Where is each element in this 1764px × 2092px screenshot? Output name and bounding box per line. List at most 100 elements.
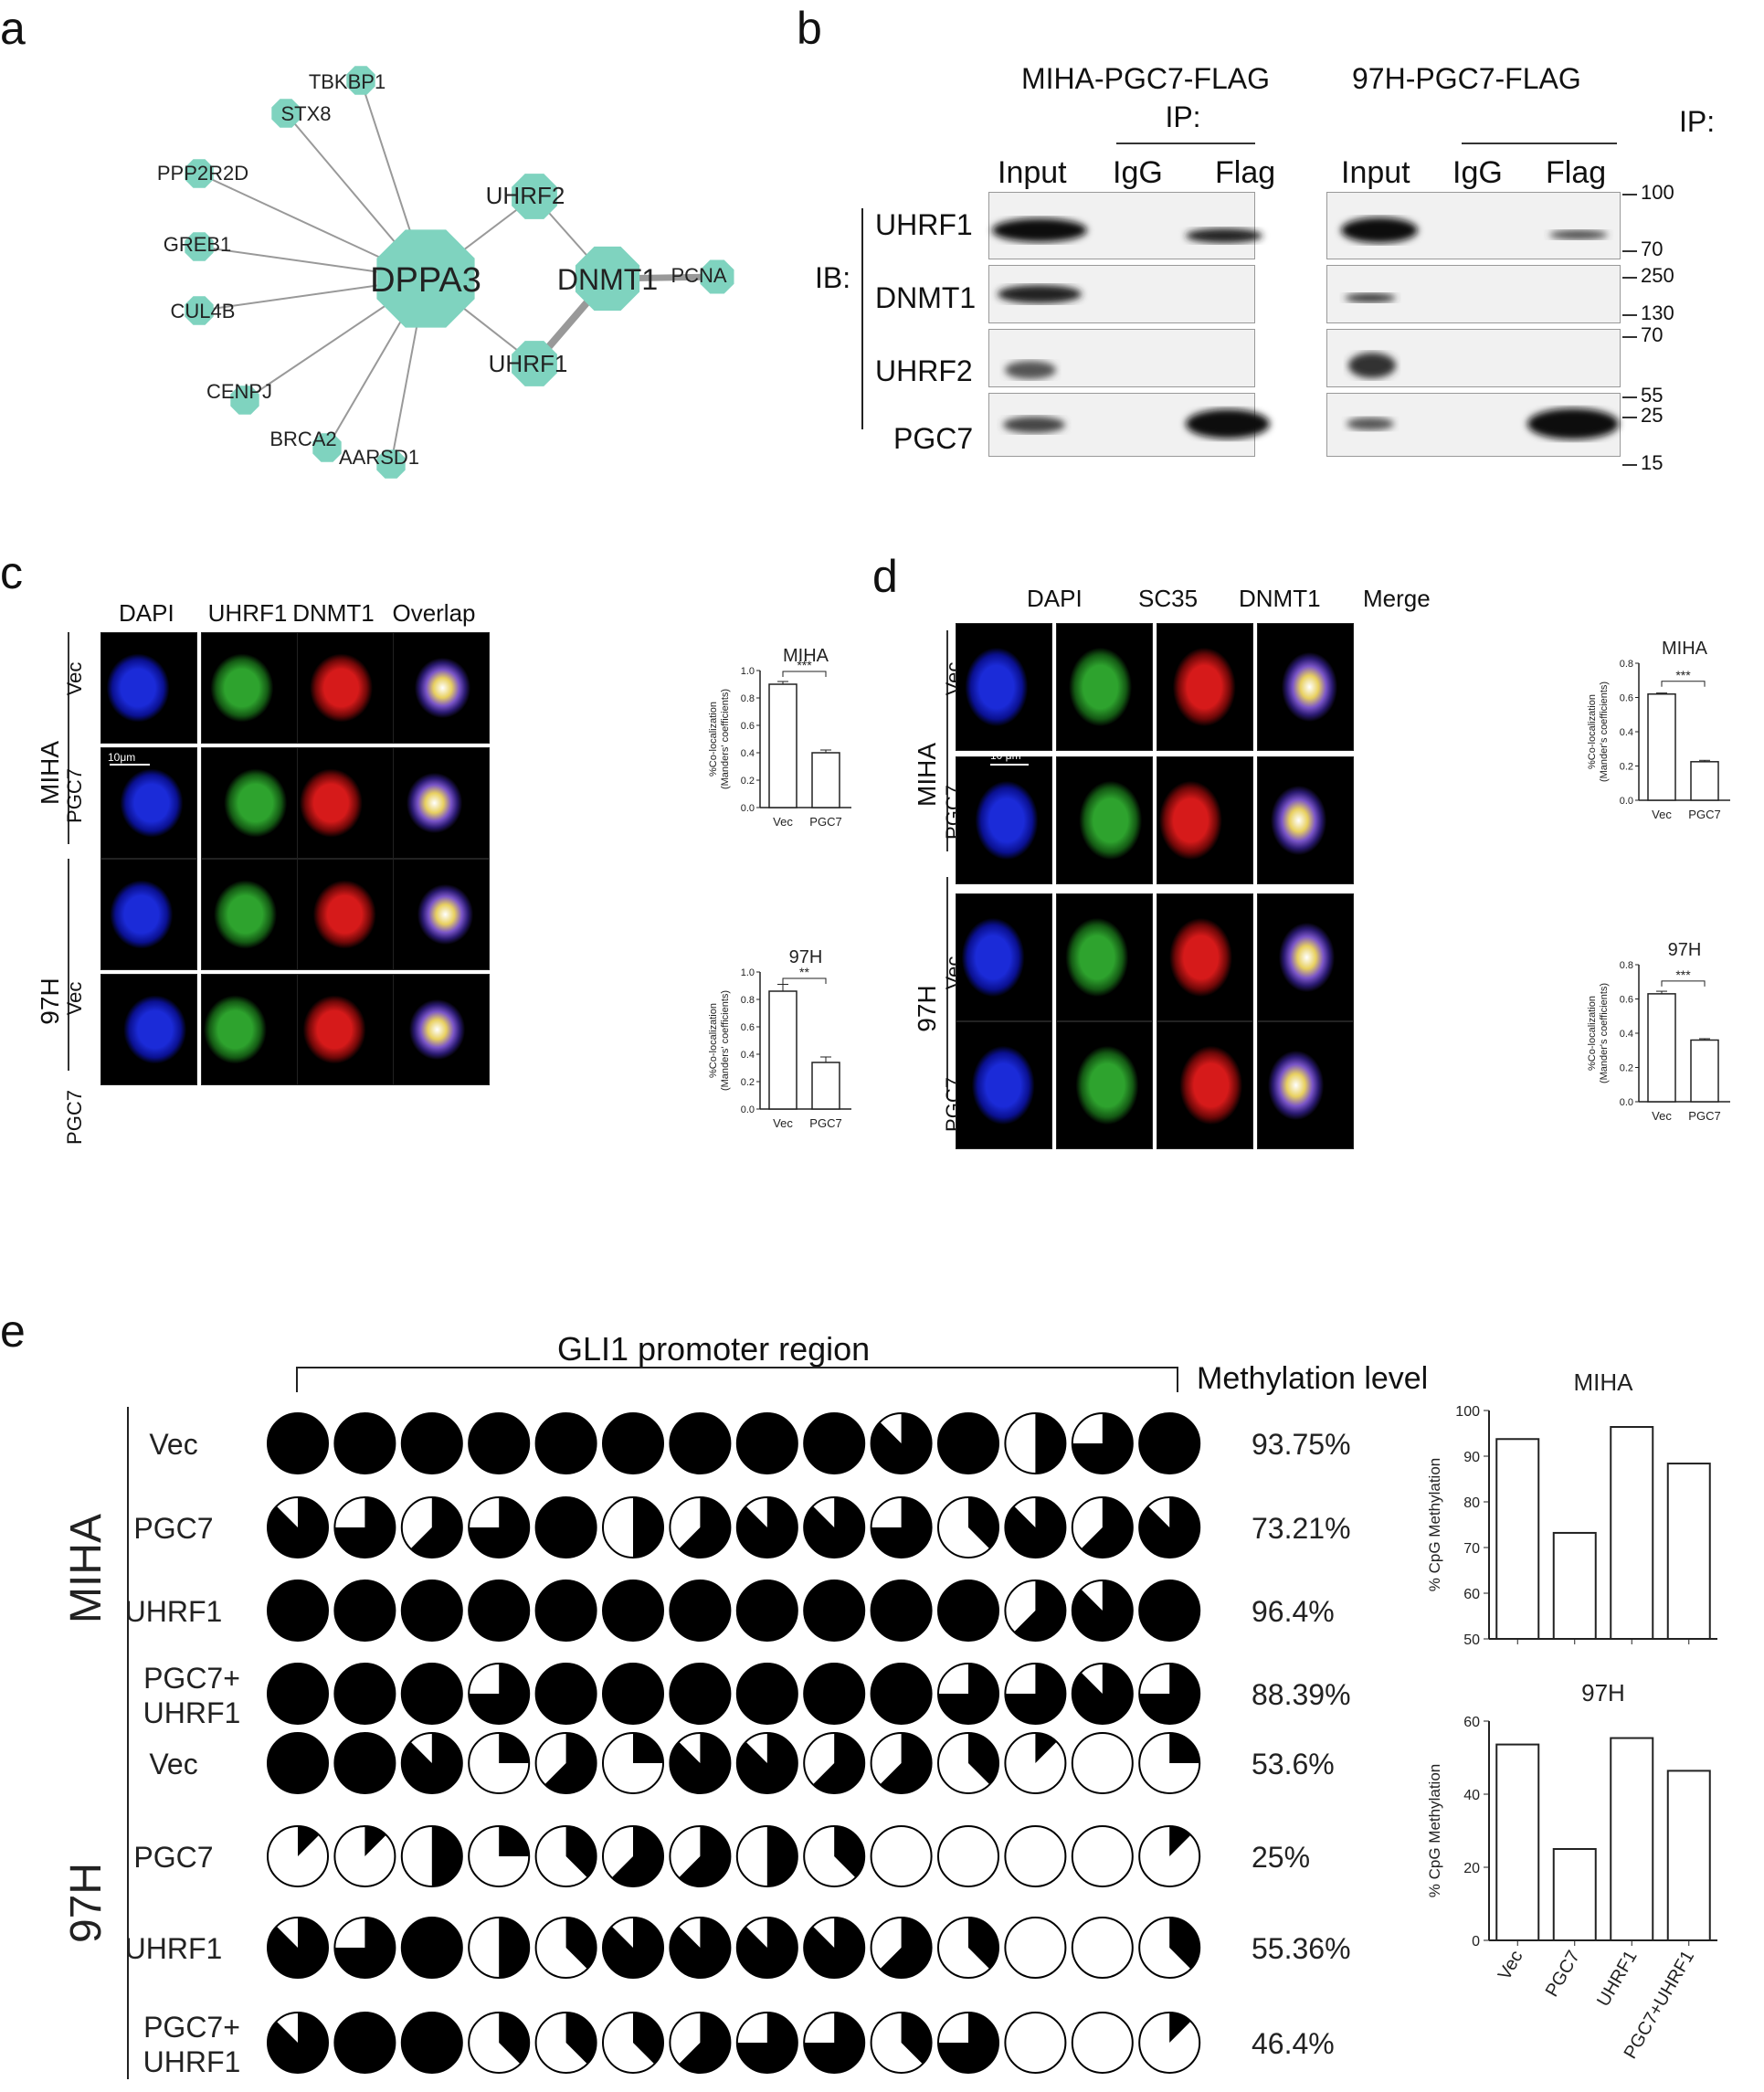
d-img-miha-pgc7-dapi <box>956 756 1052 884</box>
e0-tick-label-3: 80 <box>1463 1495 1480 1511</box>
d-row-line-97h: 97H <box>913 985 941 1032</box>
node-uhrf2 <box>512 174 557 219</box>
d-img-miha-vec-merge <box>1257 623 1354 751</box>
cpg-site-miha-vec-6 <box>602 1412 664 1474</box>
cpg-site-97h-uhrf1-13 <box>1071 1917 1134 1979</box>
e0-tick-label-5: 100 <box>1455 1404 1480 1420</box>
marker-70a: 70 <box>1641 238 1664 260</box>
cpg-site-miha-uhrf1-3 <box>400 1580 463 1642</box>
d1-cat-1: PGC7 <box>1688 1109 1720 1123</box>
d0-sig-bracket <box>1661 681 1706 687</box>
cpg-site-97h-pgc7-7-fill <box>679 1826 731 1886</box>
cpg-site-miha-uhrf1-4 <box>468 1580 531 1642</box>
c0-cat-0: Vec <box>773 815 793 829</box>
e0-bar-0 <box>1495 1438 1540 1640</box>
cpg-site-97h-vec-6-fill <box>633 1733 663 1763</box>
band-miha-flag-pgc7 <box>1186 409 1270 438</box>
cpg-site-miha-vec-3 <box>400 1412 463 1474</box>
node-cenpj <box>230 386 259 415</box>
c1-cat-1: PGC7 <box>809 1116 841 1130</box>
cpg-site-miha-pgc7-4-fill <box>469 1497 530 1558</box>
c-cond-vec-1: Vec <box>63 661 86 696</box>
c-scale-label: 10μm <box>108 751 136 764</box>
label-cul4b: CUL4B <box>171 300 236 322</box>
band-97h-input-dnmt1 <box>1345 293 1396 302</box>
e1-tick-label-0: 0 <box>1472 1934 1480 1949</box>
cpg-site-miha-pgc7-14-fill <box>1139 1497 1200 1558</box>
marker-15: 15 <box>1641 451 1664 474</box>
node-uhrf1 <box>512 341 557 386</box>
group-label-text-miha: MIHA <box>62 1514 111 1623</box>
cpg-site-miha-pgc7-5 <box>534 1496 597 1558</box>
methylation-pct-97h-uhrf1: 55.36% <box>1252 1932 1351 1965</box>
e0-ylabel-text: % CpG Methylation <box>1426 1458 1443 1591</box>
cpg-site-97h-vec-5-fill <box>544 1733 597 1793</box>
e0-bar-2 <box>1610 1426 1654 1640</box>
cpg-site-97h-pgc7plus-uhrf1-3 <box>400 2012 463 2074</box>
label-tbkbp1: TBKBP1 <box>309 70 386 93</box>
d0-tick-label-1: 0.2 <box>1620 762 1633 773</box>
cpg-site-miha-vec-5 <box>534 1412 597 1474</box>
cpg-site-97h-pgc7-2-fill <box>364 1826 386 1856</box>
e1-ylabel-text: % CpG Methylation <box>1426 1764 1443 1897</box>
cpg-site-miha-uhrf1-10 <box>870 1580 933 1642</box>
cpg-site-miha-vec-7 <box>669 1412 732 1474</box>
e0-tick-label-2: 70 <box>1463 1541 1480 1557</box>
d0-tick-label-0: 0.0 <box>1620 796 1633 807</box>
cpg-site-miha-vec-10-fill <box>871 1413 932 1474</box>
cpg-site-miha-pgc7plus-uhrf1-6 <box>602 1663 664 1725</box>
cpg-site-miha-uhrf1-2 <box>333 1580 396 1642</box>
c-img-97h-pgc7-uhrf1 <box>201 974 298 1085</box>
d-col-dapi: DAPI <box>1027 585 1083 612</box>
c1-ylabel: %Co-localization(Manders' coefficients) <box>708 990 731 1091</box>
d0-sig: *** <box>1675 668 1691 682</box>
d-scale-bar <box>990 764 1029 766</box>
e1-bar-3 <box>1666 1770 1711 1942</box>
e1-tick-label-3: 60 <box>1463 1715 1480 1730</box>
c-img-miha-pgc7-dnmt1 <box>297 747 394 859</box>
cpg-site-97h-pgc7plus-uhrf1-5-fill <box>565 2013 597 2065</box>
node-pcna <box>700 259 734 294</box>
col-uhrf1: UHRF1 <box>207 599 288 627</box>
node-ppp2r2d <box>185 159 214 188</box>
cpg-site-miha-uhrf1-7 <box>669 1580 732 1642</box>
col-dnmt1: DNMT1 <box>292 599 375 627</box>
c1-ylabel-2: (Manders' coefficients) <box>720 990 731 1091</box>
d0-bar-pgc7 <box>1690 761 1719 801</box>
methylation-pct-miha-vec: 93.75% <box>1252 1428 1351 1461</box>
cpg-site-97h-vec-8-fill <box>736 1733 797 1793</box>
panel-label-c: c <box>0 547 23 598</box>
d-img-miha-vec-sc35 <box>1056 623 1153 751</box>
cpg-site-miha-pgc7-9-fill <box>804 1497 865 1558</box>
cpg-site-miha-pgc7plus-uhrf1-8 <box>735 1663 798 1725</box>
cpg-site-miha-uhrf1-6 <box>602 1580 664 1642</box>
label-greb1: GREB1 <box>164 233 232 256</box>
band-97h-input-uhrf2 <box>1348 353 1396 378</box>
node-aarsd1 <box>376 449 406 479</box>
panel-c-if: DAPI UHRF1 DNMT1 Overlap MIHA 97H Vec PG… <box>0 585 868 1242</box>
methylation-pct-97h-pgc7plus-uhrf1: 46.4% <box>1252 2027 1335 2060</box>
d-scale-label: 10 μm <box>990 749 1021 762</box>
panel-label-e: e <box>0 1305 26 1357</box>
cpg-site-miha-vec-1 <box>267 1412 329 1474</box>
label-cenpj: CENPJ <box>206 380 272 403</box>
node-dppa3 <box>376 229 475 328</box>
c-img-97h-vec-overlap <box>393 859 490 970</box>
label-dppa3: DPPA3 <box>370 261 481 300</box>
row-line-miha: MIHA <box>36 741 64 805</box>
c0-tick-label-3: 0.6 <box>741 721 755 732</box>
cpg-site-97h-pgc7-1-fill <box>298 1826 320 1856</box>
cpg-site-97h-uhrf1-1-fill <box>268 1918 329 1978</box>
d-img-miha-vec-dapi <box>956 623 1052 751</box>
panel-e-methylation: GLI1 promoter region Methylation level M… <box>0 1315 1764 2092</box>
row-line-97h: 97H <box>36 977 64 1025</box>
d-img-97h-pgc7-dapi <box>956 1021 1052 1149</box>
cpg-site-miha-pgc7-2-fill <box>334 1497 396 1558</box>
cpg-site-97h-pgc7plus-uhrf1-9-fill <box>804 2013 865 2073</box>
d-img-97h-vec-dnmt1 <box>1157 893 1253 1021</box>
col-overlap: Overlap <box>392 599 476 627</box>
cpg-site-miha-pgc7-12-fill <box>1005 1497 1066 1558</box>
node-brca2 <box>312 433 342 462</box>
c1-title: 97H <box>789 950 823 967</box>
cpg-site-miha-pgc7plus-uhrf1-11-fill <box>938 1664 998 1724</box>
